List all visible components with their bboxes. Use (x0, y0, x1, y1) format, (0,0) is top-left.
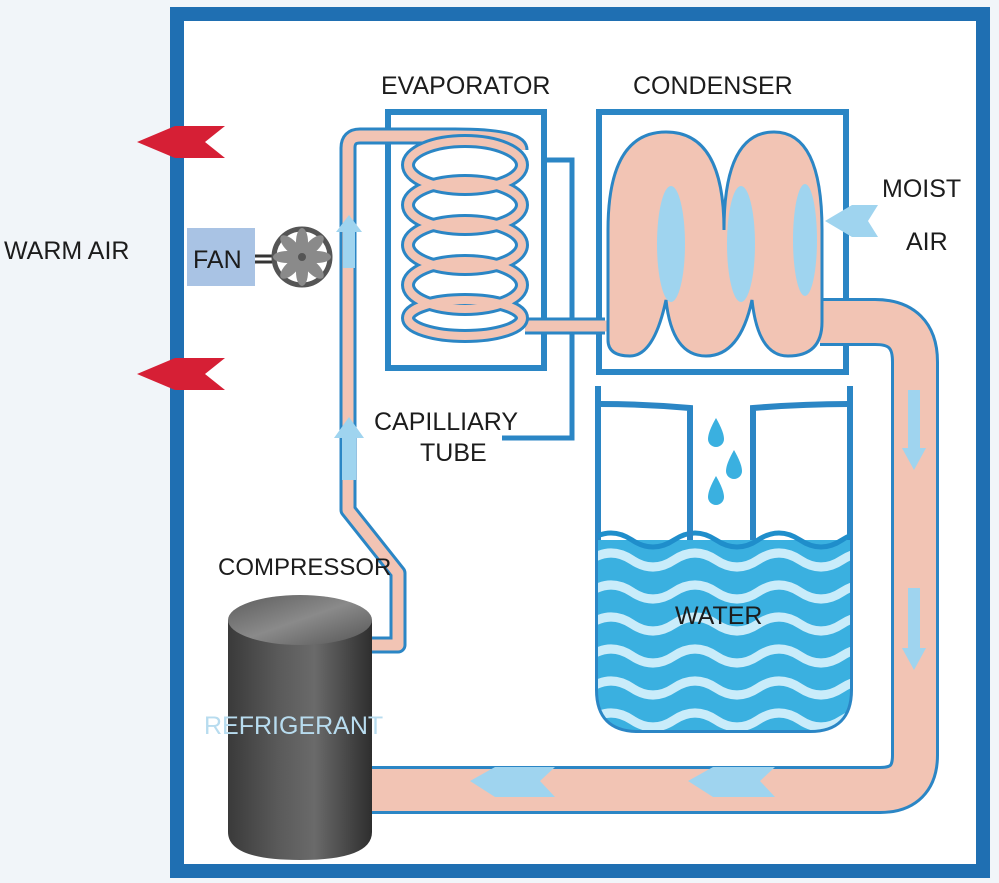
fan-icon (271, 226, 333, 288)
water-tank (595, 386, 853, 733)
moist-air-label-line2: AIR (906, 228, 948, 256)
condenser-label: CONDENSER (633, 72, 793, 100)
condenser-coil (606, 130, 824, 358)
evaporator-label: EVAPORATOR (381, 72, 550, 100)
warm-air-arrow-bottom (137, 358, 225, 390)
warm-air-label: WARM AIR (4, 237, 129, 265)
water-drops-icon (708, 418, 742, 505)
evaporator-coil (401, 134, 529, 343)
fan-label-box (187, 228, 255, 286)
compressor-icon (228, 595, 372, 860)
capillary-tube (502, 157, 575, 441)
warm-air-arrow-top (137, 126, 225, 158)
moist-air-arrow (825, 205, 878, 237)
compressor-label: COMPRESSOR (218, 554, 391, 581)
condenser-box (596, 109, 849, 375)
capillary-tube-label-line2: TUBE (420, 439, 487, 467)
water-label: WATER (675, 602, 763, 630)
refrigerant-loop (339, 127, 939, 814)
evaporator-box (385, 109, 547, 371)
fan-label: FAN (193, 246, 242, 274)
refrigerant-label: REFRIGERANT (204, 712, 383, 740)
capillary-tube-label-line1: CAPILLIARY (374, 408, 518, 436)
moist-air-label-line1: MOIST (882, 175, 961, 203)
flow-arrows (334, 215, 926, 797)
